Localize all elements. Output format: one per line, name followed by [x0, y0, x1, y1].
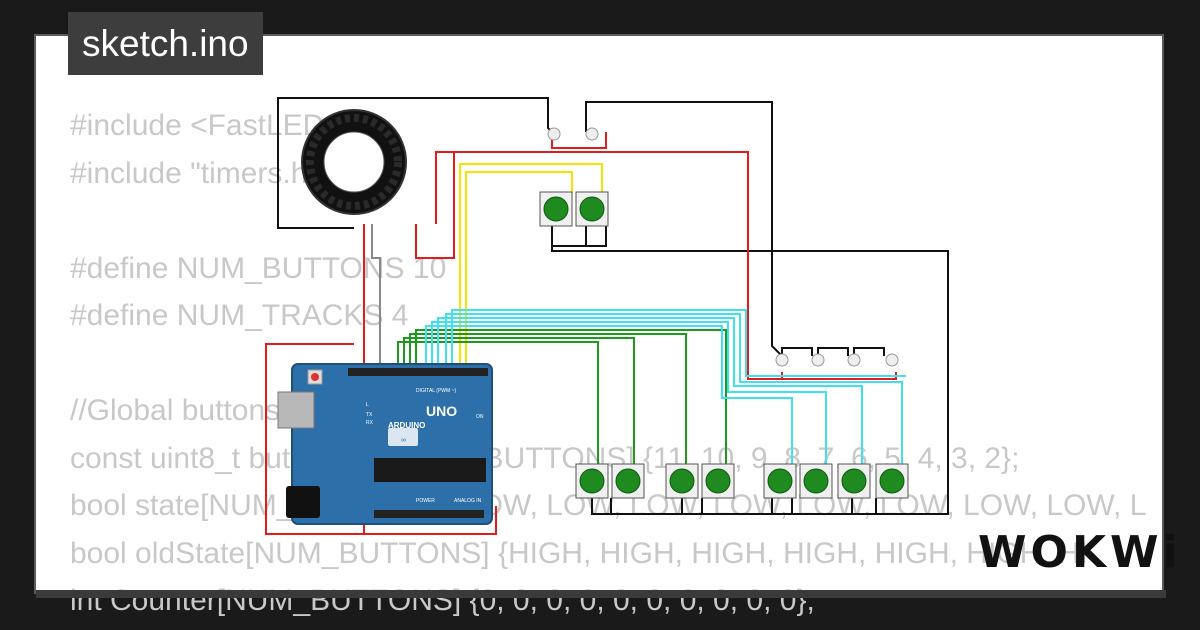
- code-line: //Global buttons: [70, 394, 281, 427]
- sketch-title-tab[interactable]: sketch.ino: [68, 12, 263, 75]
- code-line: int Counter[NUM_BUTTONS] {0, 0, 0, 0, 0,…: [70, 584, 815, 617]
- led-pixels[interactable]: [547, 127, 899, 367]
- circuit-diagram: ∞ UNO ARDUINO DIGITAL (PWM ~) POWER ANAL…: [265, 97, 949, 535]
- wires-black: [277, 97, 949, 515]
- sketch-card: #include <FastLED.h>#include "timers.h"#…: [34, 34, 1164, 617]
- wires-yellow: [459, 163, 603, 366]
- wires-cyan: [425, 309, 906, 466]
- power-label: POWER: [416, 498, 435, 504]
- pushbutton-top-2[interactable]: [575, 191, 609, 227]
- pushbuttons-bottom[interactable]: [575, 463, 909, 499]
- digital-pins-label: DIGITAL (PWM ~): [416, 388, 456, 394]
- on-label: ON: [476, 414, 484, 420]
- led-ring[interactable]: [301, 109, 407, 215]
- code-line: #define NUM_BUTTONS 10: [70, 251, 447, 285]
- rx-label: RX: [366, 420, 374, 426]
- code-line: bool oldState[NUM_BUTTONS] {HIGH, HIGH, …: [70, 536, 1088, 570]
- board-model-label: UNO: [426, 403, 457, 419]
- arduino-uno-board[interactable]: ∞ UNO ARDUINO DIGITAL (PWM ~) POWER ANAL…: [277, 363, 493, 525]
- card-shadow: [36, 590, 1166, 598]
- pushbutton-top-1[interactable]: [539, 191, 573, 227]
- l-label: L: [366, 402, 369, 408]
- wokwi-logo: WOKWi: [978, 527, 1182, 578]
- wire-gray: [371, 224, 381, 366]
- analog-label: ANALOG IN: [454, 498, 482, 504]
- svg-text:∞: ∞: [401, 437, 406, 444]
- code-line: #define NUM_TRACKS 4: [70, 299, 409, 332]
- tx-label: TX: [366, 412, 373, 418]
- code-line: #include "timers.h": [70, 156, 319, 190]
- board-brand-label: ARDUINO: [388, 421, 425, 430]
